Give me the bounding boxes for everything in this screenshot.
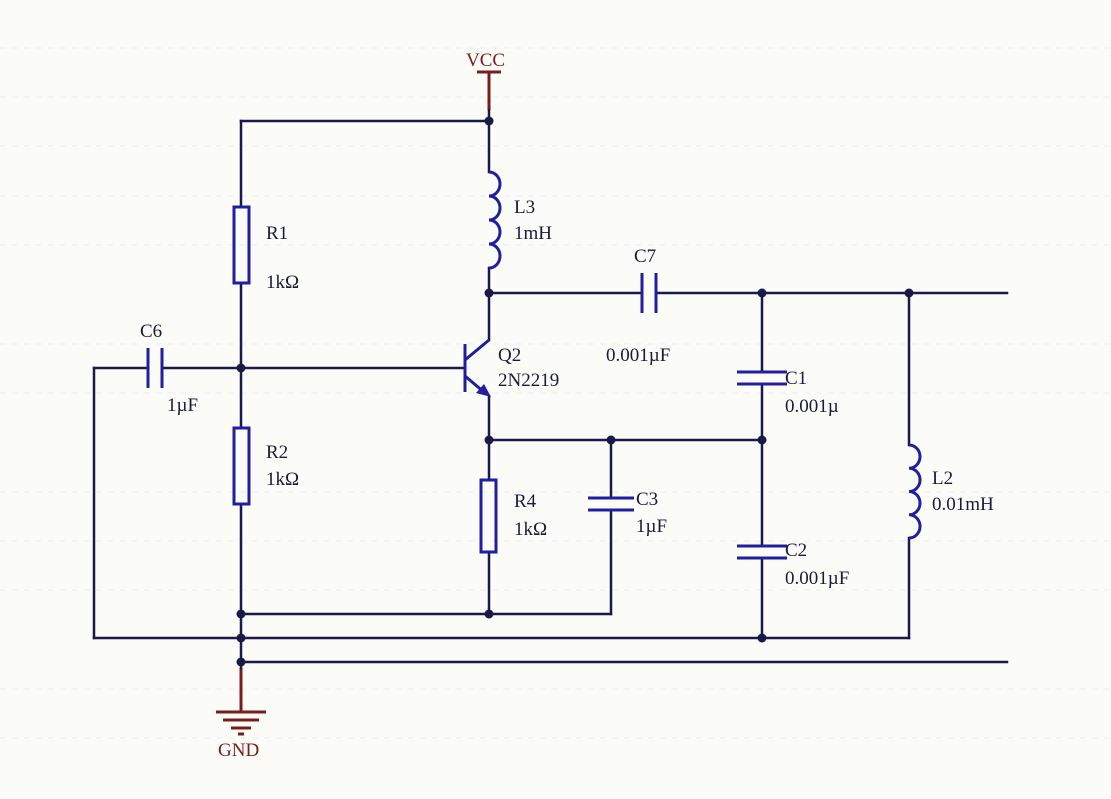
c1-value: 0.001µ bbox=[785, 396, 839, 417]
c3-value: 1µF bbox=[636, 516, 667, 537]
c2-value: 0.001µF bbox=[785, 568, 849, 589]
r2-value: 1kΩ bbox=[266, 469, 299, 490]
q2-value: 2N2219 bbox=[498, 370, 559, 391]
capacitor-c7: C7 0.001µF bbox=[606, 246, 670, 366]
l2-value: 0.01mH bbox=[932, 494, 994, 515]
resistor-r2: R2 1kΩ bbox=[232, 426, 299, 506]
c7-ref: C7 bbox=[634, 246, 656, 267]
r4-value: 1kΩ bbox=[514, 519, 547, 540]
background-grid bbox=[0, 47, 1111, 739]
gnd-power-symbol: GND bbox=[216, 668, 266, 761]
vcc-label: VCC bbox=[466, 50, 505, 71]
resistor-r1: R1 1kΩ bbox=[232, 205, 299, 293]
c2-ref: C2 bbox=[785, 540, 807, 561]
l2-ref: L2 bbox=[932, 468, 953, 489]
transistor-q2: Q2 2N2219 bbox=[463, 338, 559, 397]
r1-ref: R1 bbox=[266, 223, 288, 244]
vcc-power-symbol: VCC bbox=[466, 50, 505, 110]
inductor-l2: L2 0.01mH bbox=[908, 443, 994, 540]
r4-ref: R4 bbox=[514, 491, 537, 512]
l3-ref: L3 bbox=[514, 197, 535, 218]
capacitor-c1: C1 0.001µ bbox=[737, 368, 839, 417]
r1-value: 1kΩ bbox=[266, 272, 299, 293]
c1-ref: C1 bbox=[785, 368, 807, 389]
capacitor-c3: C3 1µF bbox=[588, 489, 667, 537]
gnd-label: GND bbox=[218, 740, 259, 761]
c3-ref: C3 bbox=[636, 489, 658, 510]
q2-ref: Q2 bbox=[498, 345, 521, 366]
junction-dots bbox=[236, 116, 914, 667]
inductor-l3: L3 1mH bbox=[488, 170, 552, 270]
c7-value: 0.001µF bbox=[606, 345, 670, 366]
wires bbox=[92, 108, 1009, 670]
l3-value: 1mH bbox=[514, 223, 552, 244]
c6-value: 1µF bbox=[167, 395, 198, 416]
resistor-r4: R4 1kΩ bbox=[479, 478, 547, 554]
capacitor-c6: C6 1µF bbox=[140, 321, 198, 416]
r2-ref: R2 bbox=[266, 442, 288, 463]
capacitor-c2: C2 0.001µF bbox=[737, 540, 849, 589]
c6-ref: C6 bbox=[140, 321, 162, 342]
